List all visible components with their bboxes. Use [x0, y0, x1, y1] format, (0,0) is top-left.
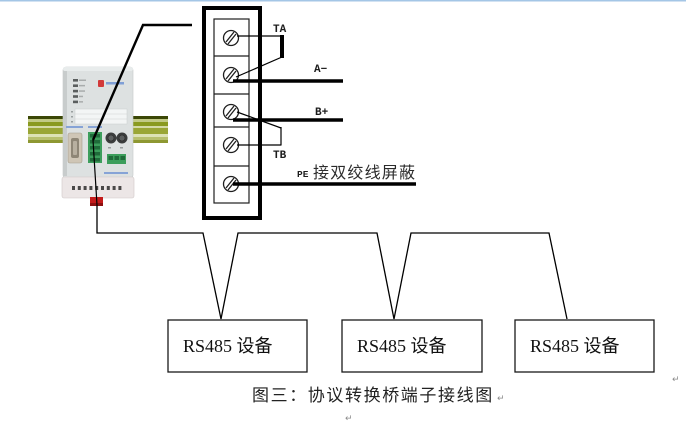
rs485-bus [96, 205, 568, 320]
label-tb: TB [273, 150, 287, 162]
converter-housing [61, 66, 135, 206]
rs485-device-label: RS485 设备 [357, 336, 447, 356]
label-a-minus: A− [314, 64, 328, 76]
label-b-plus: B+ [315, 107, 329, 119]
screw-icon [222, 136, 240, 154]
leader-line [91, 23, 192, 141]
rs485-device-2: RS485 设备 [341, 319, 483, 373]
empty-paragraph-mark: ↵ [345, 414, 353, 424]
terminal-block [202, 6, 262, 220]
converter-device-photo [28, 66, 168, 206]
power-terminal-green [107, 154, 126, 164]
rs485-device-3: RS485 设备 [514, 319, 655, 373]
screw-icon [222, 29, 240, 47]
wire-tb-jumper [236, 111, 282, 146]
figure-caption: 图三：协议转换桥端子接线图 [252, 386, 494, 406]
label-pe: PE [297, 169, 309, 180]
round-connectors [105, 132, 128, 149]
rs485-device-label: RS485 设备 [183, 336, 273, 356]
db9-connector [67, 132, 83, 164]
wire-ta-jumper [235, 35, 284, 78]
rs485-device-1: RS485 设备 [167, 319, 308, 373]
caption-paragraph-mark: ↵ [497, 394, 505, 404]
vent-slots [72, 186, 122, 190]
label-pe-shield: 接双绞线屏蔽 [313, 163, 416, 182]
paragraph-mark: ↵ [672, 375, 680, 385]
status-leds [73, 79, 86, 104]
rs485-device-label: RS485 设备 [530, 336, 620, 356]
device-cable [92, 139, 98, 206]
screw-icon [222, 66, 240, 84]
label-ta: TA [273, 24, 287, 36]
screw-icon [222, 103, 240, 121]
brand-logo [98, 80, 124, 87]
header-rule [0, 0, 686, 2]
label-plate [71, 108, 128, 125]
